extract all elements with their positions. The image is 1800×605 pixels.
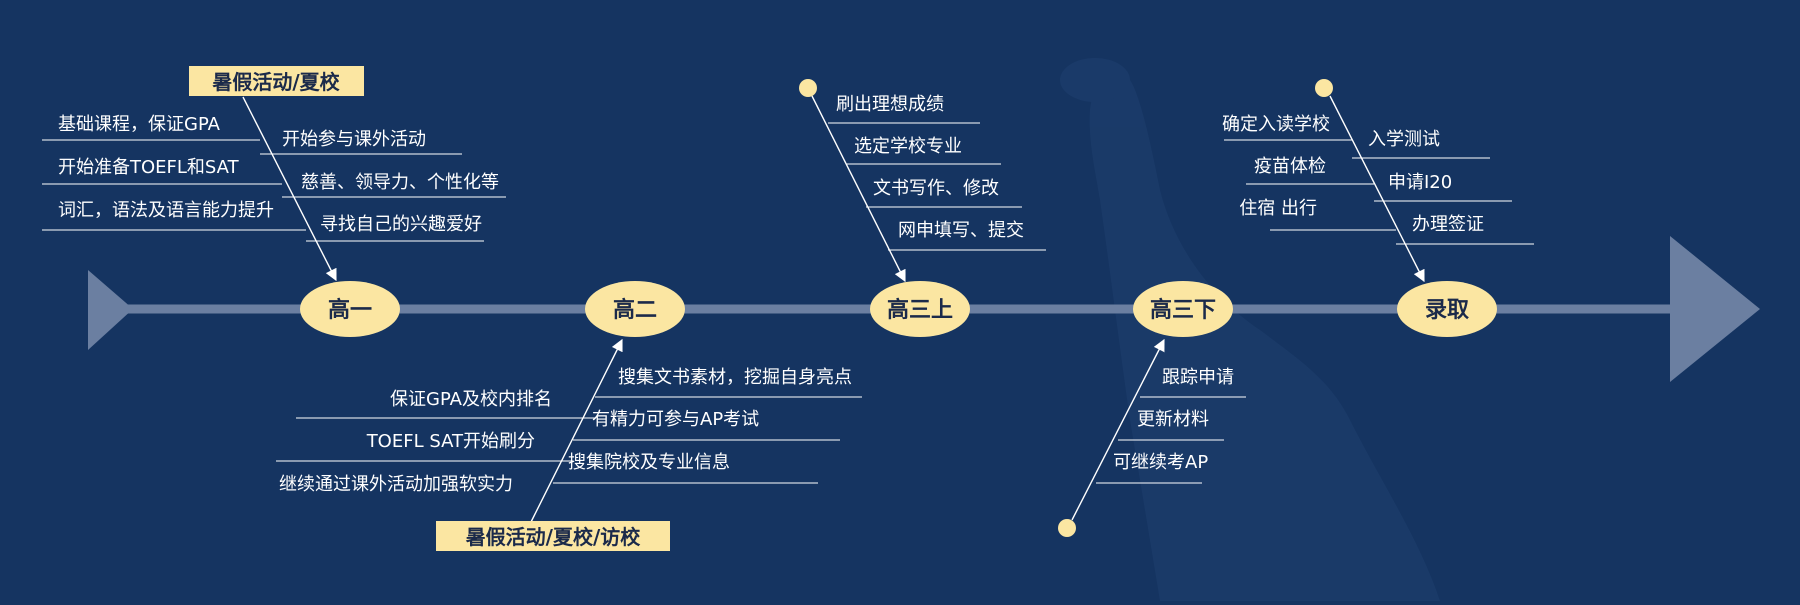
stage-node-3: 高三上 <box>870 281 970 337</box>
stage-4-branches <box>1071 338 1246 521</box>
stage-5-dot <box>1315 79 1333 97</box>
statue-silhouette <box>1060 58 1440 601</box>
stage-4-item-2: 更新材料 <box>1137 409 1209 430</box>
stage-5-item-5: 申请I20 <box>1388 172 1452 193</box>
stage-5-item-3: 住宿 出行 <box>1239 198 1317 219</box>
stage-1-tag-text: 暑假活动/夏校 <box>212 70 340 94</box>
stage-2-tag-text: 暑假活动/夏校/访校 <box>466 525 642 549</box>
stage-node-3-label: 高三上 <box>887 297 953 323</box>
stage-3-item-1: 刷出理想成绩 <box>836 94 944 115</box>
stage-5-branches <box>1224 95 1534 283</box>
stage-3-item-3: 文书写作、修改 <box>873 178 999 199</box>
stage-node-2-label: 高二 <box>613 297 657 323</box>
stage-1-item-3: 词汇，语法及语言能力提升 <box>58 200 274 221</box>
stage-2-item-5: 有精力可参与AP考试 <box>592 409 759 430</box>
stage-node-1: 高一 <box>300 281 400 337</box>
stage-2-item-2: TOEFL SAT开始刷分 <box>366 431 535 452</box>
stage-5-item-4: 入学测试 <box>1368 129 1440 150</box>
axis-end-arrow <box>1670 236 1760 382</box>
axis-start-triangle <box>88 270 133 350</box>
stage-5-item-1: 确定入读学校 <box>1222 114 1330 135</box>
stage-3-dot <box>799 79 817 97</box>
stage-node-1-label: 高一 <box>328 297 372 323</box>
stage-1-item-1: 基础课程，保证GPA <box>58 114 221 135</box>
stage-1-item-4: 开始参与课外活动 <box>282 129 426 150</box>
stage-node-2: 高二 <box>585 281 685 337</box>
stage-2-item-1: 保证GPA及校内排名 <box>390 389 552 410</box>
stage-node-4: 高三下 <box>1133 281 1233 337</box>
stage-1-item-6: 寻找自己的兴趣爱好 <box>320 214 482 235</box>
stage-2-item-4: 搜集文书素材，挖掘自身亮点 <box>618 367 852 388</box>
stage-3-item-4: 网申填写、提交 <box>898 220 1024 241</box>
stage-4-item-3: 可继续考AP <box>1113 452 1208 473</box>
stage-node-5-label: 录取 <box>1425 298 1469 323</box>
stage-4-item-1: 跟踪申请 <box>1162 367 1234 388</box>
stage-2-branches <box>276 338 862 523</box>
stage-node-5: 录取 <box>1397 281 1497 337</box>
stage-2-tag: 暑假活动/夏校/访校 <box>436 521 670 551</box>
stage-node-4-label: 高三下 <box>1150 297 1216 323</box>
stage-2-item-3: 继续通过课外活动加强软实力 <box>279 474 513 495</box>
stage-2-item-6: 搜集院校及专业信息 <box>568 452 730 473</box>
stage-1-item-5: 慈善、领导力、个性化等 <box>301 172 499 193</box>
stage-3-item-2: 选定学校专业 <box>854 136 962 157</box>
stage-3-branches <box>811 95 1046 283</box>
stage-1-tag: 暑假活动/夏校 <box>189 66 364 96</box>
stage-1-branches <box>42 96 506 282</box>
stage-1-item-2: 开始准备TOEFL和SAT <box>58 157 240 178</box>
stage-5-item-2: 疫苗体检 <box>1254 156 1326 177</box>
stage-4-dot <box>1058 519 1076 537</box>
stage-5-item-6: 办理签证 <box>1412 214 1484 235</box>
